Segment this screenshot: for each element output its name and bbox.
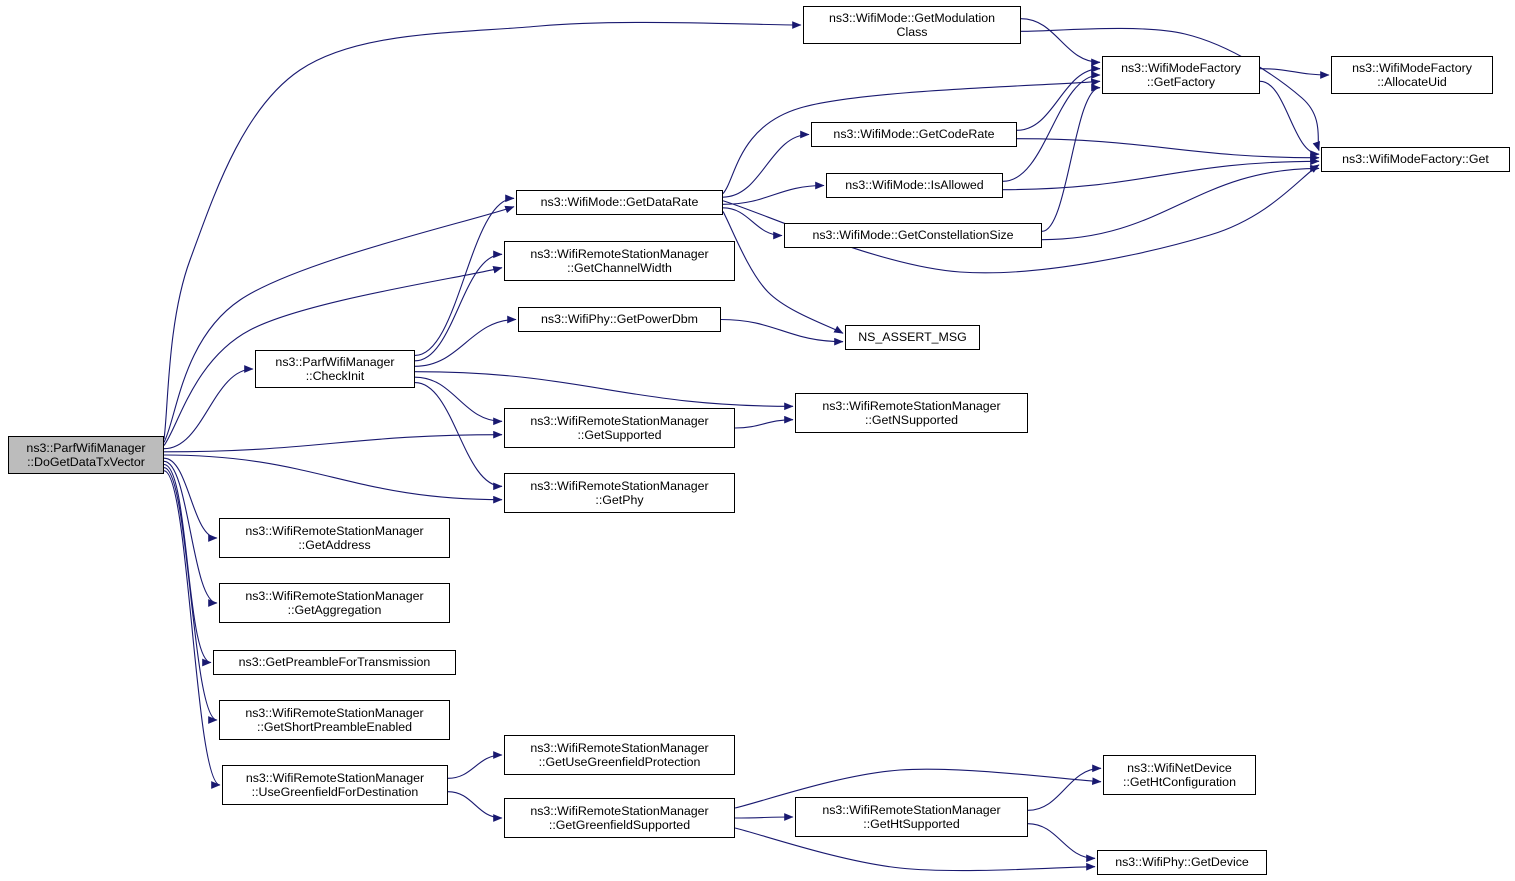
edge-isAllowed-getFactory (1002, 71, 1101, 182)
edge-doGetDataTxVector-checkInit (163, 365, 254, 450)
node-getFactory[interactable]: ns3::WifiModeFactory ::GetFactory (1102, 56, 1260, 94)
edge-doGetDataTxVector-useGreenfieldForDestination (163, 470, 221, 789)
edge-getGreenfieldSupported-getHtSupported (734, 813, 794, 821)
node-getSupported[interactable]: ns3::WifiRemoteStationManager ::GetSuppo… (504, 408, 735, 448)
node-getShortPreambleEnabled[interactable]: ns3::WifiRemoteStationManager ::GetShort… (219, 700, 450, 740)
edge-doGetDataTxVector-getAddress (163, 457, 218, 542)
edge-getPowerDbm-nsAssertMsg (720, 318, 844, 346)
node-getChannelWidth[interactable]: ns3::WifiRemoteStationManager ::GetChann… (504, 241, 735, 281)
node-useGreenfieldForDestination[interactable]: ns3::WifiRemoteStationManager ::UseGreen… (222, 765, 448, 805)
node-getAggregation[interactable]: ns3::WifiRemoteStationManager ::GetAggre… (219, 583, 450, 623)
edge-getConstellationSize-getFactory (1041, 83, 1101, 232)
edge-getSupported-getNSupported (734, 415, 794, 429)
edge-doGetDataTxVector-getPhy (163, 454, 503, 504)
node-getAddress[interactable]: ns3::WifiRemoteStationManager ::GetAddre… (219, 518, 450, 558)
edge-useGreenfieldForDestination-getGreenfieldSupported (447, 791, 503, 822)
edge-getHtSupported-getDevice (1027, 823, 1096, 863)
node-getUseGreenfieldProtection[interactable]: ns3::WifiRemoteStationManager ::GetUseGr… (504, 735, 735, 775)
edge-useGreenfieldForDestination-getUseGreenfieldProtection (447, 751, 503, 779)
edge-checkInit-getNSupported (414, 371, 794, 411)
edge-getDataRate-getCodeRate (722, 130, 810, 198)
node-getGreenfieldSupported[interactable]: ns3::WifiRemoteStationManager ::GetGreen… (504, 798, 735, 838)
node-getCodeRate[interactable]: ns3::WifiMode::GetCodeRate (811, 122, 1017, 147)
node-get[interactable]: ns3::WifiModeFactory::Get (1321, 147, 1510, 172)
edge-checkInit-getPhy (414, 382, 503, 491)
node-getModulationClass[interactable]: ns3::WifiMode::GetModulation Class (803, 6, 1021, 44)
node-getConstellationSize[interactable]: ns3::WifiMode::GetConstellationSize (784, 223, 1042, 248)
edge-getFactory-get (1259, 80, 1320, 158)
edge-checkInit-getPowerDbm (414, 315, 517, 367)
edge-doGetDataTxVector-getChannelWidth (163, 266, 503, 446)
edge-getModulationClass-getFactory (1020, 18, 1101, 67)
edge-getModulationClass-get (1020, 27, 1321, 152)
node-getPreambleForTransmission[interactable]: ns3::GetPreambleForTransmission (213, 650, 456, 675)
edge-getConstellationSize-get (1041, 164, 1320, 241)
edge-getCodeRate-get (1016, 138, 1320, 162)
edge-doGetDataTxVector-getAggregation (163, 460, 218, 607)
node-checkInit[interactable]: ns3::ParfWifiManager ::CheckInit (255, 350, 415, 388)
edge-checkInit-getDataRate (414, 194, 515, 356)
edge-getGreenfieldSupported-getDevice (734, 827, 1096, 872)
edge-getDataRate-getConstellationSize (722, 207, 783, 240)
edge-doGetDataTxVector-getShortPreambleEnabled (163, 467, 218, 724)
node-getHtSupported[interactable]: ns3::WifiRemoteStationManager ::GetHtSup… (795, 797, 1028, 837)
node-getPhy[interactable]: ns3::WifiRemoteStationManager ::GetPhy (504, 473, 735, 513)
edge-isAllowed-get (1002, 157, 1320, 191)
node-getDataRate[interactable]: ns3::WifiMode::GetDataRate (516, 190, 723, 215)
node-doGetDataTxVector: ns3::ParfWifiManager ::DoGetDataTxVector (8, 436, 164, 474)
edge-getHtSupported-getHtConfiguration (1027, 764, 1102, 811)
edge-getDataRate-nsAssertMsg (722, 211, 844, 334)
edge-doGetDataTxVector-getDataRate (163, 205, 515, 443)
edge-checkInit-getChannelWidth (414, 250, 503, 362)
edge-checkInit-getSupported (414, 376, 503, 426)
edge-getDataRate-isAllowed (722, 181, 825, 205)
edge-getCodeRate-getFactory (1016, 64, 1101, 131)
edge-getGreenfieldSupported-getHtConfiguration (734, 768, 1102, 809)
node-nsAssertMsg[interactable]: NS_ASSERT_MSG (845, 325, 980, 350)
edge-doGetDataTxVector-getSupported (163, 430, 503, 453)
edge-getFactory-allocateUid (1259, 68, 1330, 79)
edge-getDataRate-getFactory (722, 78, 1101, 194)
node-getDevice[interactable]: ns3::WifiPhy::GetDevice (1097, 850, 1267, 875)
node-getNSupported[interactable]: ns3::WifiRemoteStationManager ::GetNSupp… (795, 393, 1028, 433)
node-isAllowed[interactable]: ns3::WifiMode::IsAllowed (826, 173, 1003, 198)
node-allocateUid[interactable]: ns3::WifiModeFactory ::AllocateUid (1331, 56, 1493, 94)
edge-getDataRate-get (722, 164, 1320, 274)
node-getPowerDbm[interactable]: ns3::WifiPhy::GetPowerDbm (518, 307, 721, 332)
edge-doGetDataTxVector-getModulationClass (163, 21, 802, 440)
node-getHtConfiguration[interactable]: ns3::WifiNetDevice ::GetHtConfiguration (1103, 755, 1256, 795)
